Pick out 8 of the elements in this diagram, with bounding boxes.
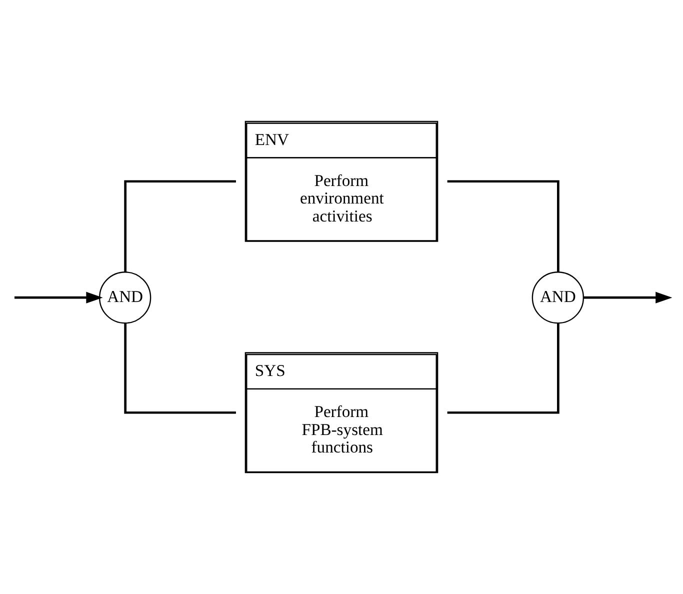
connector <box>124 180 236 272</box>
node-circle: AND <box>98 272 152 324</box>
arrow <box>584 292 672 304</box>
connector <box>447 180 560 272</box>
connector <box>124 323 236 414</box>
connector <box>447 323 560 414</box>
node-circle: AND <box>532 272 584 324</box>
arrow <box>14 292 103 304</box>
